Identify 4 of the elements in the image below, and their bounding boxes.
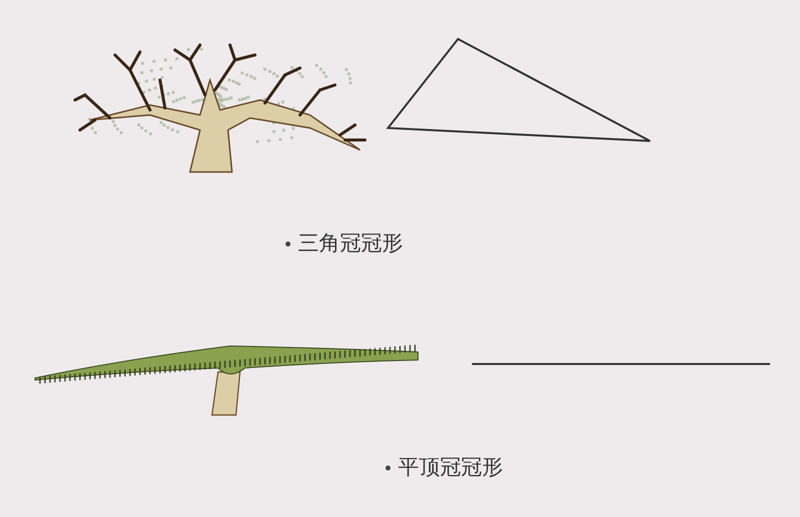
horizontal-line xyxy=(472,363,770,365)
triangle-outline xyxy=(386,38,651,142)
shape-caption: 平顶冠冠形 xyxy=(398,454,503,481)
shape-caption: 三角冠冠形 xyxy=(298,230,403,257)
